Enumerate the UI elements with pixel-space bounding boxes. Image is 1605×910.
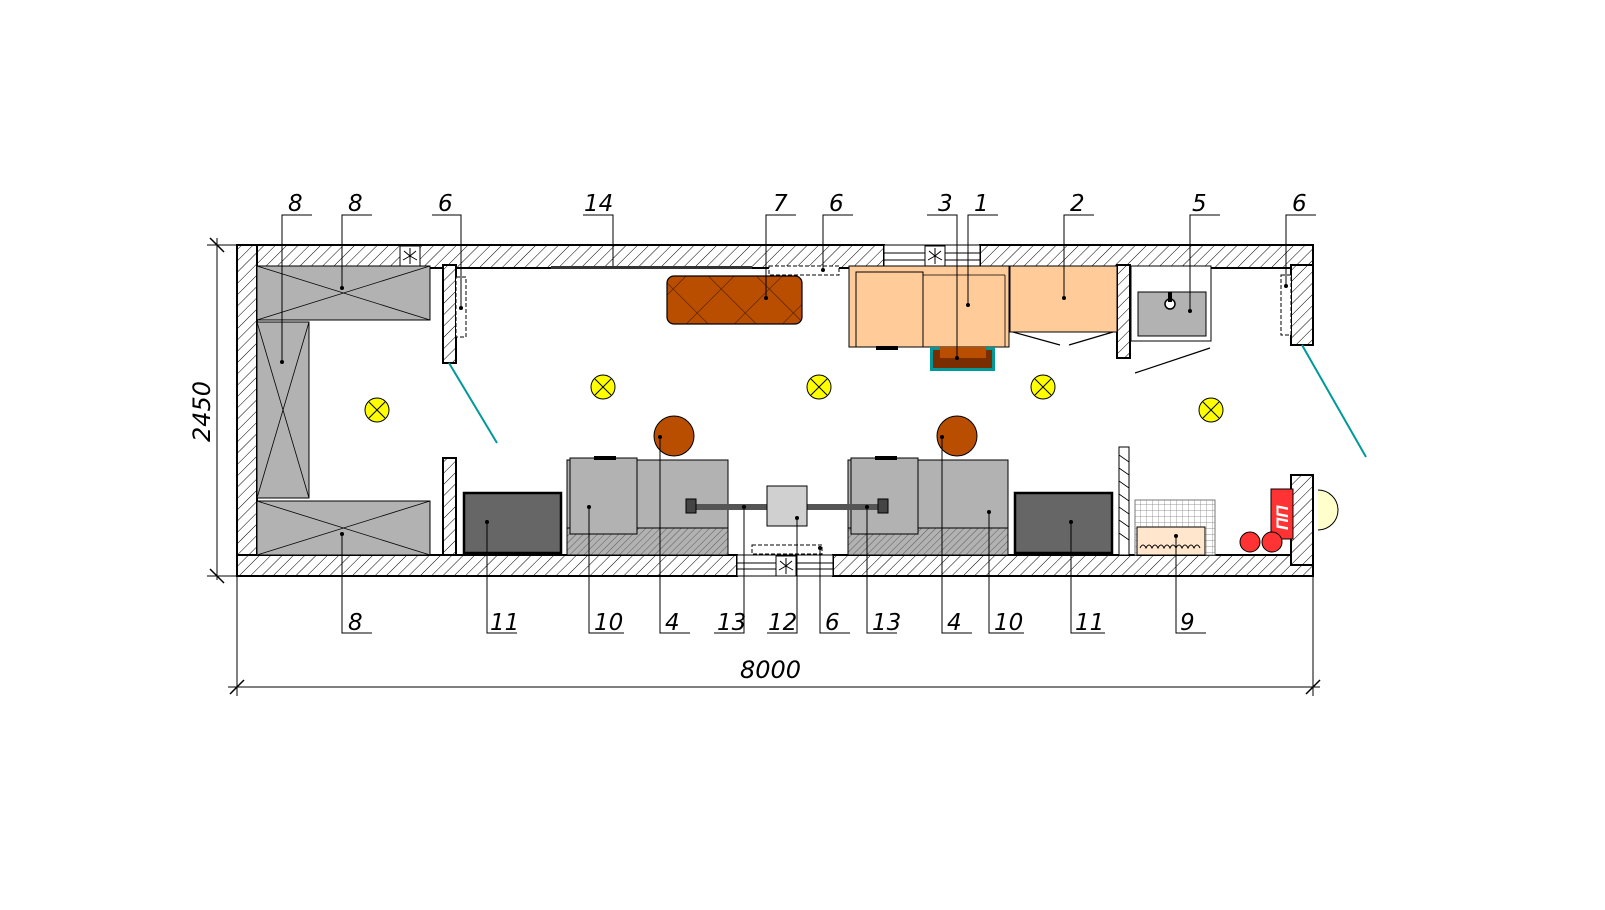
label-locker-left: 11 <box>490 610 519 636</box>
stool-right <box>936 415 978 457</box>
wall-shelf <box>551 266 752 269</box>
wall-top-left <box>236 244 885 269</box>
kitchen-unit <box>848 265 1118 350</box>
heater-assembly <box>685 485 889 527</box>
fan-icon <box>399 245 421 267</box>
wall-right-top <box>1290 264 1314 346</box>
lamp-icon <box>1030 374 1056 400</box>
bunk-left-vertical <box>256 321 310 499</box>
locker-right <box>1013 491 1114 555</box>
heater-box <box>766 485 808 527</box>
label-locker-right: 11 <box>1075 610 1104 636</box>
partition-left-bottom <box>442 457 457 556</box>
top-leaders <box>280 214 1316 364</box>
label-heater-right: 13 <box>872 610 901 636</box>
label-stool-left: 4 <box>665 610 680 636</box>
label-radiator-2: 6 <box>829 191 844 217</box>
stool-left <box>653 415 695 457</box>
extinguisher-icon <box>1239 531 1261 553</box>
top-labels: 8 8 6 14 7 6 3 1 2 5 6 <box>288 191 1307 217</box>
label-stool-right: 4 <box>947 610 962 636</box>
wall-right-bottom <box>1290 474 1314 566</box>
label-chair: 3 <box>938 191 953 217</box>
dimension-width-value: 2450 <box>188 381 216 442</box>
bunk-beds <box>256 265 431 556</box>
dimension-length: 8000 <box>228 576 1321 696</box>
label-counter: 2 <box>1070 191 1085 217</box>
label-bunk-top: 8 <box>348 191 363 217</box>
label-sofa: 7 <box>773 191 788 217</box>
sofa <box>666 275 803 325</box>
locker-left <box>462 491 563 555</box>
door-swing-icon <box>448 362 498 444</box>
wall-bottom-right <box>832 554 1314 577</box>
fan-icon <box>775 555 797 577</box>
lamps <box>364 374 1224 423</box>
dimension-width: 2450 <box>188 237 237 584</box>
table-left <box>566 456 729 556</box>
bottom-labels: 8 11 10 4 13 12 6 13 4 10 11 9 <box>348 610 1195 636</box>
door-swings <box>448 344 1367 458</box>
bunk-top-left <box>256 265 431 321</box>
door-swing-icon <box>1301 344 1367 458</box>
label-kitchen: 1 <box>974 191 989 217</box>
label-bunk-left: 8 <box>288 191 303 217</box>
radiator-icon <box>751 544 823 555</box>
bunk-bottom-left <box>256 500 431 556</box>
radiator-icon <box>768 265 840 276</box>
dimension-length-value: 8000 <box>740 656 801 684</box>
table-right <box>847 456 1009 556</box>
radiator-icon <box>1280 274 1292 336</box>
fire-equipment: ПП <box>1239 488 1339 553</box>
label-bunk-bottom: 8 <box>348 610 363 636</box>
label-boiler: 9 <box>1180 610 1195 636</box>
wall-left <box>236 244 258 577</box>
partition-left-top <box>442 264 457 364</box>
fan-icon <box>924 245 946 267</box>
lamp-icon <box>1198 397 1224 423</box>
lamp-icon <box>590 374 616 400</box>
wall-top-right <box>979 244 1314 269</box>
label-radiator-bottom: 6 <box>825 610 840 636</box>
label-radiator-1: 6 <box>438 191 453 217</box>
boiler <box>1118 446 1216 556</box>
label-radiator-3: 6 <box>1292 191 1307 217</box>
fire-panel-label: ПП <box>1273 505 1292 530</box>
label-heater-box: 12 <box>768 610 797 636</box>
label-table-left: 10 <box>594 610 623 636</box>
label-table-right: 10 <box>994 610 1023 636</box>
bottom-leaders <box>340 435 1206 634</box>
partition-bath <box>1116 264 1131 359</box>
label-sink: 5 <box>1192 191 1207 217</box>
door-swing-icon <box>1134 347 1211 374</box>
chair <box>930 347 995 371</box>
lamp-icon <box>806 374 832 400</box>
extinguisher-icon <box>1261 531 1283 553</box>
label-shelf: 14 <box>584 191 613 217</box>
sink <box>1130 265 1212 342</box>
label-heater-left: 13 <box>717 610 746 636</box>
lamp-icon <box>364 397 390 423</box>
